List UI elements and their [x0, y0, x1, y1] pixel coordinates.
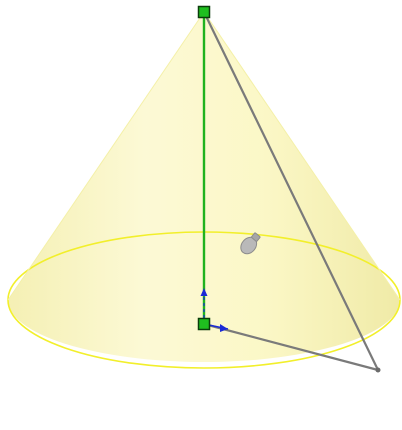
profile-slant-line[interactable] — [203, 11, 379, 371]
cone-silhouette-right — [203, 11, 401, 301]
base-center-handle[interactable] — [197, 317, 211, 331]
cone-silhouette-left — [7, 11, 205, 301]
profile-radius-line[interactable] — [203, 322, 379, 372]
profile-end-point[interactable] — [375, 367, 381, 373]
apex-handle[interactable] — [197, 5, 211, 19]
light-bulb-icon[interactable] — [238, 230, 264, 257]
